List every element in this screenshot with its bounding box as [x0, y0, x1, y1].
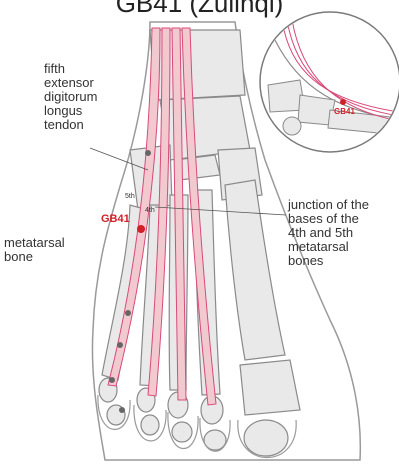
metatarsal-bone-label: metatarsal bone [4, 236, 65, 264]
gb41-point [137, 225, 145, 233]
fourth-metatarsal-tag: 4th [145, 204, 155, 218]
phalanges [99, 360, 300, 456]
fifth-metatarsal-tag: 5th [125, 190, 135, 204]
junction-label: junction of the bases of the 4th and 5th… [288, 198, 369, 268]
inset-gb41-label: GB41 [334, 107, 355, 116]
gb41-label: GB41 [101, 213, 130, 225]
inset-ankle-view [260, 12, 399, 160]
tendon-label: fifth extensor digitorum longus tendon [44, 62, 97, 132]
